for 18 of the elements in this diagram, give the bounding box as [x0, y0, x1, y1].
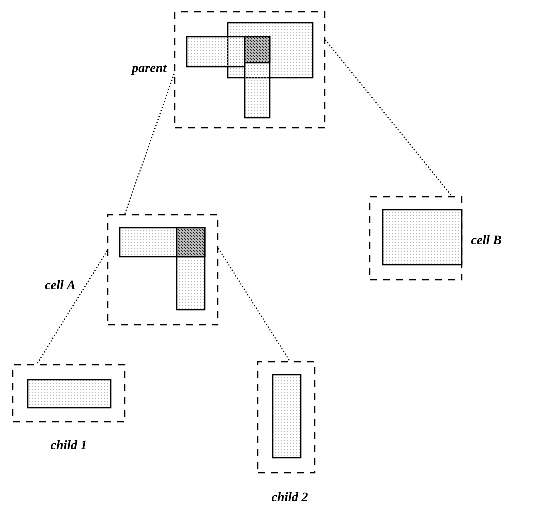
cell-box: [272, 374, 302, 459]
cell-box: [107, 214, 219, 326]
cell-label: child 2: [272, 492, 308, 502]
dotted-line: [218, 248, 291, 362]
dotted-line: [325, 40, 452, 197]
cell-box: [257, 361, 316, 474]
cell-label: cell B: [471, 235, 502, 245]
cell-label: cell A: [45, 280, 76, 290]
dotted-line: [36, 250, 108, 365]
cell-box: [227, 22, 314, 79]
cell-box: [174, 11, 326, 129]
cell-label: child 1: [50, 440, 86, 450]
cell-box: [27, 379, 112, 409]
cell-label: parent: [131, 64, 168, 76]
cell-box: [369, 196, 463, 281]
cell-box: [382, 209, 463, 266]
dotted-line: [124, 74, 175, 215]
cell-box: [12, 364, 126, 423]
